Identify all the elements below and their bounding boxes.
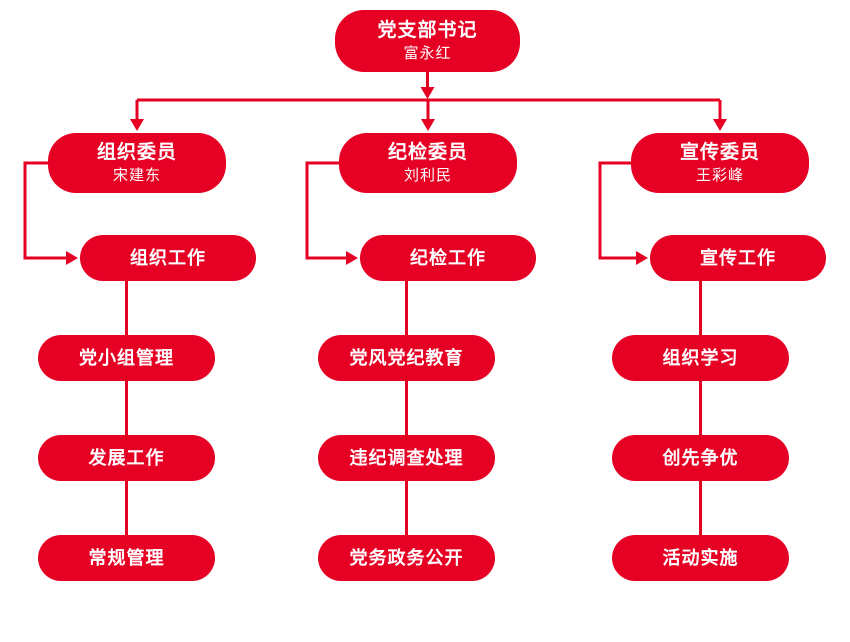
node-work-label: 组织工作 — [130, 247, 206, 268]
node-task: 违纪调查处理 — [318, 435, 495, 481]
node-work-label: 纪检工作 — [410, 247, 486, 268]
arrowhead-drop-1 — [130, 119, 144, 131]
node-task: 党小组管理 — [38, 335, 215, 381]
node-head-organization: 组织委员 宋建东 — [48, 133, 226, 193]
node-task: 创先争优 — [612, 435, 789, 481]
node-head-name: 刘利民 — [403, 166, 452, 184]
arrowhead-elbow-3 — [636, 251, 648, 265]
node-work-publicity: 宣传工作 — [650, 235, 826, 281]
connector-elbow-3 — [598, 161, 637, 260]
arrowhead-drop-2 — [421, 119, 435, 131]
node-task-label: 党风党纪教育 — [349, 347, 464, 368]
connector-elbow-2 — [305, 161, 347, 260]
node-work-organization: 组织工作 — [80, 235, 256, 281]
node-task: 发展工作 — [38, 435, 215, 481]
node-head-name: 王彩峰 — [695, 166, 744, 184]
node-task-label: 组织学习 — [662, 347, 739, 368]
node-task: 党风党纪教育 — [318, 335, 495, 381]
node-task-label: 党小组管理 — [79, 347, 174, 368]
arrowhead-drop-3 — [713, 119, 727, 131]
node-work-label: 宣传工作 — [700, 247, 776, 268]
node-head-title: 纪检委员 — [387, 141, 468, 163]
node-task: 组织学习 — [612, 335, 789, 381]
node-task-label: 发展工作 — [88, 447, 165, 468]
node-head-publicity: 宣传委员 王彩峰 — [631, 133, 809, 193]
node-head-title: 宣传委员 — [679, 141, 760, 163]
node-task-label: 创先争优 — [662, 447, 739, 468]
node-head-title: 组织委员 — [96, 141, 177, 163]
node-task: 常规管理 — [38, 535, 215, 581]
arrowhead-root — [420, 87, 435, 99]
connector-elbow-1 — [23, 161, 67, 260]
arrowhead-elbow-2 — [346, 251, 358, 265]
node-root-secretary: 党支部书记 富永红 — [335, 10, 520, 72]
node-root-name: 富永红 — [403, 44, 452, 62]
node-head-discipline: 纪检委员 刘利民 — [339, 133, 517, 193]
node-task-label: 党务政务公开 — [349, 547, 464, 568]
node-root-title: 党支部书记 — [377, 19, 478, 41]
arrowhead-elbow-1 — [66, 251, 78, 265]
node-work-discipline: 纪检工作 — [360, 235, 536, 281]
node-task: 活动实施 — [612, 535, 789, 581]
node-head-name: 宋建东 — [112, 166, 161, 184]
node-task-label: 活动实施 — [662, 547, 739, 568]
node-task-label: 违纪调查处理 — [349, 447, 464, 468]
node-task: 党务政务公开 — [318, 535, 495, 581]
node-task-label: 常规管理 — [88, 547, 165, 568]
